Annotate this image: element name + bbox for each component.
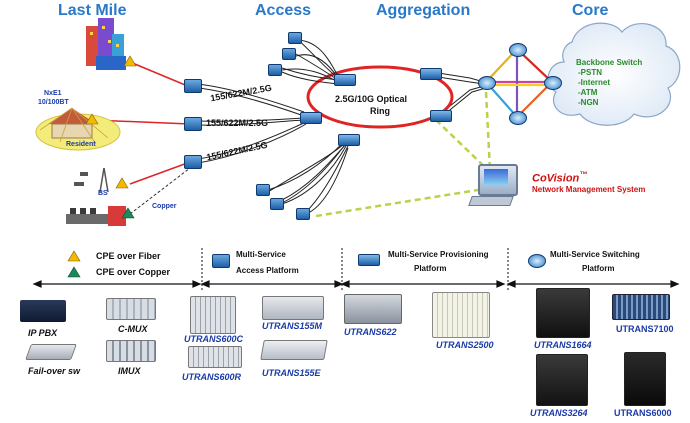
legend-switch-line1: Multi-Service Switching xyxy=(550,250,640,259)
utrans3264-image xyxy=(536,354,588,406)
nms-keyboard-icon xyxy=(468,196,514,206)
utrans622-image xyxy=(344,294,402,324)
backbone-item: -NGN xyxy=(578,98,599,107)
core-cloud xyxy=(547,22,681,126)
access-switch-icon xyxy=(184,155,202,169)
utrans155e-image xyxy=(260,340,328,360)
top-fan-links xyxy=(281,37,339,85)
utrans600c-image xyxy=(190,296,236,334)
section-access: Access xyxy=(255,2,312,19)
adm-node-icon xyxy=(430,110,452,122)
bottom-fan-links xyxy=(267,141,349,215)
cmux-label: C-MUX xyxy=(118,324,148,334)
failover-label: Fail-over sw xyxy=(28,366,81,376)
adm-node-icon xyxy=(420,68,442,80)
imux-label: IMUX xyxy=(118,366,141,376)
legend-arrows xyxy=(32,280,680,288)
section-core: Core xyxy=(572,2,609,19)
nms-brand-text: CoVision xyxy=(532,172,580,185)
utrans600r-label: UTRANS600R xyxy=(182,372,242,382)
resident-label: Resident xyxy=(66,141,96,148)
utrans600c-label: UTRANS600C xyxy=(184,334,244,344)
copper-link xyxy=(129,167,191,215)
utrans600r-image xyxy=(188,346,242,368)
nms-computer-icon xyxy=(478,164,518,196)
utrans7100-label: UTRANS7100 xyxy=(616,324,674,334)
backbone-item: -Internet xyxy=(578,78,610,87)
rate-label: 155/622M/2.5G xyxy=(206,118,269,128)
bs-label: BS xyxy=(98,190,108,197)
legend-prov-icon xyxy=(358,254,380,266)
utrans6000-image xyxy=(624,352,666,406)
utrans1664-label: UTRANS1664 xyxy=(534,340,592,350)
core-router-icon xyxy=(544,76,562,90)
adm-node-icon xyxy=(338,134,360,146)
access-switch-icon xyxy=(296,208,310,220)
core-router-icon xyxy=(509,43,527,57)
cpe-copper-1 xyxy=(121,207,135,219)
section-last-mile: Last Mile xyxy=(58,2,127,19)
section-aggregation: Aggregation xyxy=(376,2,471,19)
utrans7100-image xyxy=(612,294,670,320)
legend-switch-icon xyxy=(528,254,546,268)
nms-links xyxy=(315,91,492,218)
failover-image xyxy=(25,344,77,360)
legend-access-line2: Access Platform xyxy=(236,266,299,275)
core-router-icon xyxy=(509,111,527,125)
ring-label-line2: Ring xyxy=(370,106,390,116)
legend-prov-line1: Multi-Service Provisioning xyxy=(388,250,489,259)
nms-brand: CoVision™ xyxy=(532,170,587,185)
backbone-item: -PSTN xyxy=(578,68,602,77)
legend-fiber-icon xyxy=(67,250,81,262)
legend-prov-line2: Platform xyxy=(414,264,447,273)
legend-copper-icon xyxy=(67,266,81,278)
access-rate-links xyxy=(197,83,307,164)
utrans155m-image xyxy=(262,296,324,320)
legend-access-line1: Multi-Service xyxy=(236,250,286,259)
nms-subtitle: Network Management System xyxy=(532,185,646,194)
legend-copper-label: CPE over Copper xyxy=(96,267,171,277)
utrans155e-label: UTRANS155E xyxy=(262,368,321,378)
core-router-icon xyxy=(478,76,496,90)
utrans155m-label: UTRANS155M xyxy=(262,321,323,331)
access-switch-icon xyxy=(268,64,282,76)
ip-pbx-label: IP PBX xyxy=(28,328,58,338)
imux-image xyxy=(106,340,156,362)
adm-node-icon xyxy=(300,112,322,124)
access-switch-icon xyxy=(184,79,202,93)
ethernet-label: 10/100BT xyxy=(38,99,69,106)
legend-switch-line2: Platform xyxy=(582,264,615,273)
legend-access-icon xyxy=(212,254,230,268)
utrans6000-label: UTRANS6000 xyxy=(614,408,672,418)
cpe-fiber-2 xyxy=(85,113,99,125)
adm-node-icon xyxy=(334,74,356,86)
cpe-fiber-3 xyxy=(115,177,129,189)
backbone-item: -ATM xyxy=(578,88,598,97)
house-body xyxy=(51,123,93,139)
utrans3264-label: UTRANS3264 xyxy=(530,408,588,418)
house-roof xyxy=(48,108,96,124)
cpe-fiber-1 xyxy=(123,55,137,67)
utrans622-label: UTRANS622 xyxy=(344,327,397,337)
utrans2500-label: UTRANS2500 xyxy=(436,340,494,350)
backbone-title: Backbone Switch xyxy=(576,58,643,67)
ring-label-line1: 2.5G/10G Optical xyxy=(335,94,408,104)
nxe1-label: NxE1 xyxy=(44,90,62,97)
access-switch-icon xyxy=(184,117,202,131)
core-mesh xyxy=(485,48,555,118)
access-ring xyxy=(306,65,454,129)
utrans1664-image xyxy=(536,288,590,338)
ip-pbx-image xyxy=(20,300,66,322)
access-switch-icon xyxy=(288,32,302,44)
nms-brand-tm: ™ xyxy=(579,170,588,179)
cmux-image xyxy=(106,298,156,320)
copper-label: Copper xyxy=(152,203,177,210)
access-switch-icon xyxy=(270,198,284,210)
legend-fiber-label: CPE over Fiber xyxy=(96,251,161,261)
access-switch-icon xyxy=(282,48,296,60)
utrans2500-image xyxy=(432,292,490,338)
access-switch-icon xyxy=(256,184,270,196)
